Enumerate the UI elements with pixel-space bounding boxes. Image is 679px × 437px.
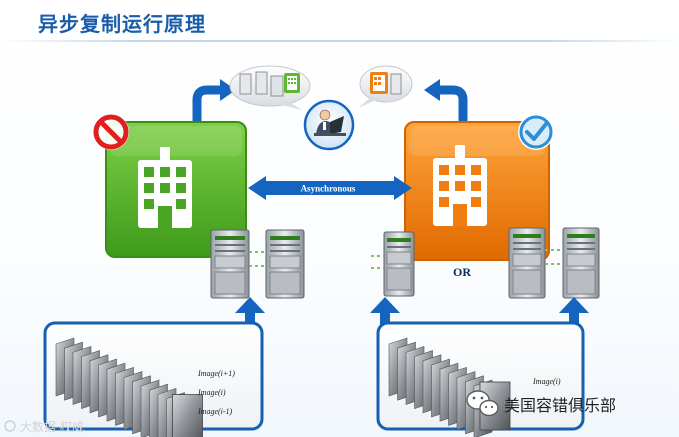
image-version-label: Image(i+1) xyxy=(197,369,235,378)
client-bubbles xyxy=(229,65,413,151)
page-title: 异步复制运行原理 xyxy=(38,12,206,36)
checkmark-icon xyxy=(518,114,554,150)
watermark-right: 美国容错俱乐部 xyxy=(466,390,616,417)
building-icon xyxy=(138,147,192,228)
secondary-panel-arrowhead-left xyxy=(370,297,400,313)
primary-image-panel: Image(i+1) Image(i) Image(i-1) xyxy=(43,321,264,437)
building-icon xyxy=(284,73,300,93)
server-icon xyxy=(210,229,250,299)
or-label: OR xyxy=(453,265,471,279)
secondary-panel-arrowhead-right xyxy=(559,297,589,313)
secondary-upload-arrow xyxy=(438,85,468,122)
watermark-left-text: 大数据·权威 xyxy=(20,419,84,434)
watermark-left: 大数据·权威 xyxy=(4,419,84,434)
building-icon xyxy=(370,72,388,94)
secondary-upload-arrowhead xyxy=(424,79,440,101)
primary-panel-arrowhead xyxy=(235,297,265,313)
async-link-label: Asynchronous xyxy=(301,184,356,194)
async-link: Asynchronous xyxy=(248,176,412,200)
title-divider xyxy=(0,40,679,42)
watermark-right-text: 美国容错俱乐部 xyxy=(504,396,616,415)
wechat-icon xyxy=(466,390,499,417)
disk-image-stack xyxy=(55,337,203,437)
primary-site xyxy=(93,79,305,336)
secondary-site xyxy=(370,79,600,336)
server-icon xyxy=(265,229,305,299)
secondary-image-panel: Image(i) xyxy=(376,321,585,437)
server-icon xyxy=(562,227,600,299)
image-version-label: Image(i-1) xyxy=(197,407,233,416)
server-icon xyxy=(508,227,546,299)
disk-image-front xyxy=(172,394,203,437)
primary-upload-arrowhead xyxy=(220,79,236,101)
image-version-label: Image(i) xyxy=(532,377,561,386)
server-icon xyxy=(383,231,415,297)
user-laptop-icon xyxy=(303,99,355,151)
primary-upload-arrow xyxy=(192,85,222,122)
building-icon xyxy=(433,145,487,226)
prohibited-icon xyxy=(93,114,129,150)
image-version-label: Image(i) xyxy=(197,388,226,397)
